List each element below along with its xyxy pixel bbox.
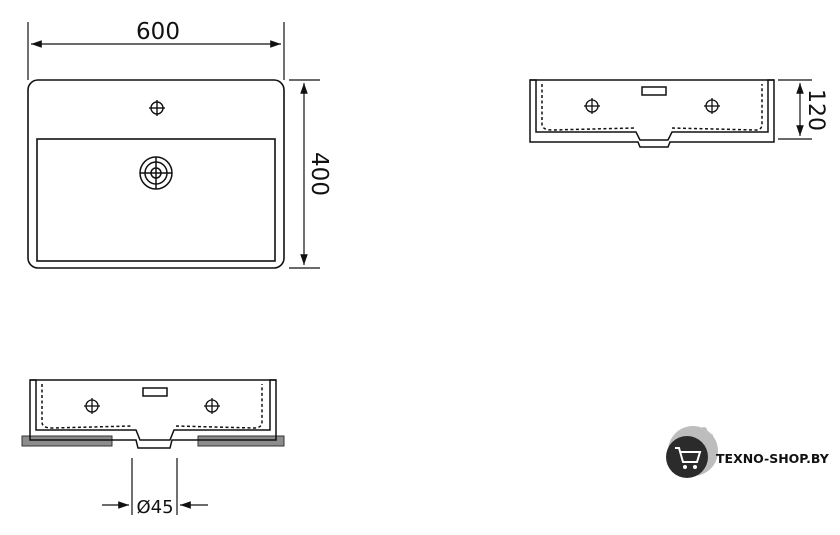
countertop-left	[21, 435, 113, 447]
tap-hole-icon	[149, 100, 165, 116]
side-view-inner-line	[541, 84, 763, 131]
depth-dimension	[289, 79, 320, 269]
basin-outer-rim	[27, 79, 285, 269]
height-dimension	[778, 79, 812, 140]
front-tap-hole-left-icon	[84, 398, 100, 414]
shop-logo-text: TEXNO-SHOP.BY	[716, 451, 830, 466]
shop-logo	[666, 426, 718, 478]
shopping-cart-icon	[675, 447, 702, 469]
front-view-inner-line	[41, 384, 263, 429]
drain-diameter-value: Ø45	[136, 497, 173, 518]
front-overflow-slot	[142, 387, 168, 397]
countertop-right	[197, 435, 285, 447]
drain-diameter-dimension	[102, 458, 208, 515]
side-view	[529, 79, 812, 148]
width-dimension	[27, 22, 285, 80]
height-value: 120	[803, 89, 828, 131]
front-tap-hole-right-icon	[204, 398, 220, 414]
side-view-outer-shell	[529, 79, 775, 148]
depth-value: 400	[306, 152, 332, 196]
overflow-slot	[641, 86, 667, 96]
side-tap-hole-right-icon	[704, 98, 720, 114]
width-value: 600	[136, 19, 180, 45]
side-tap-hole-left-icon	[584, 98, 600, 114]
top-view	[27, 22, 320, 269]
basin-bowl	[36, 138, 276, 262]
front-view	[21, 379, 285, 515]
drain-icon	[139, 156, 173, 190]
